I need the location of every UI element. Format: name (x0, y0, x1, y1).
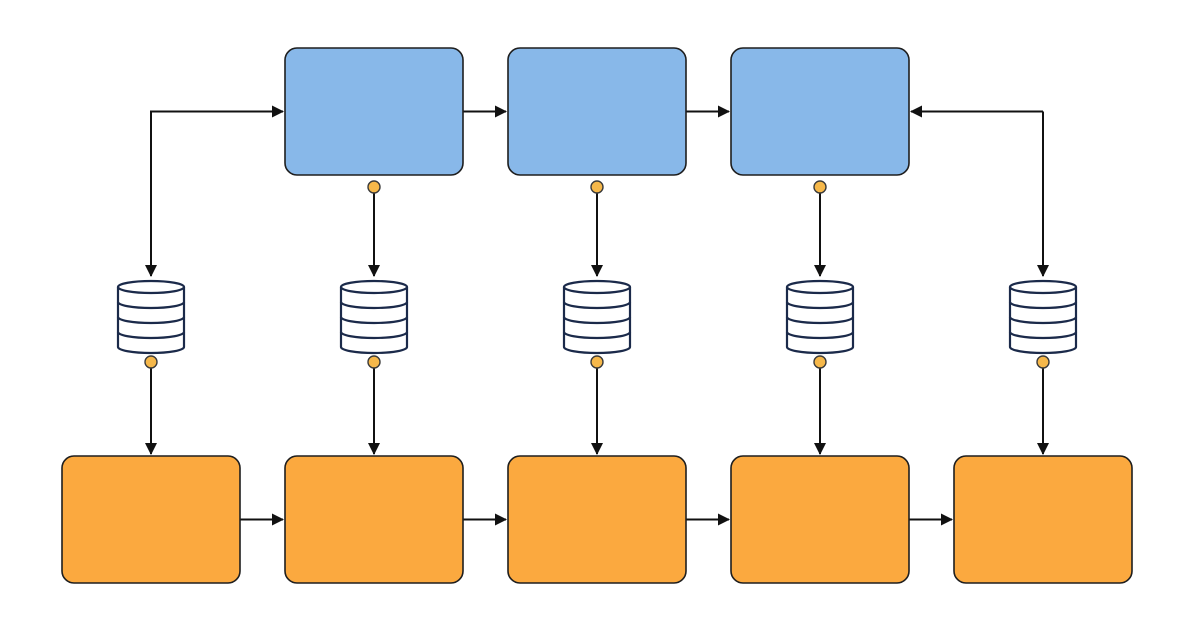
process-node-b1 (284, 47, 464, 176)
connector-dot-top-2 (367, 180, 381, 194)
process-node-b3 (730, 47, 910, 176)
connector-dot-db-2 (367, 355, 381, 369)
connector-dot-top-4 (813, 180, 827, 194)
process-node-b2 (507, 47, 687, 176)
database-icon (116, 279, 186, 355)
output-node-o1 (61, 455, 241, 584)
databases-layer (116, 279, 1078, 355)
connector-dot-db-4 (813, 355, 827, 369)
connector-dots-layer (144, 180, 1050, 369)
output-node-o5 (953, 455, 1133, 584)
output-node-o2 (284, 455, 464, 584)
output-node-o4 (730, 455, 910, 584)
database-icon (339, 279, 409, 355)
connector-dot-top-3 (590, 180, 604, 194)
connector-dot-db-1 (144, 355, 158, 369)
connector-dot-db-5 (1036, 355, 1050, 369)
connector-dot-db-3 (590, 355, 604, 369)
output-node-o3 (507, 455, 687, 584)
database-icon (1008, 279, 1078, 355)
edges-layer (145, 105, 1049, 526)
edge-loop-left (150, 105, 284, 268)
database-icon (562, 279, 632, 355)
database-icon (785, 279, 855, 355)
nodes-layer (61, 47, 1133, 584)
